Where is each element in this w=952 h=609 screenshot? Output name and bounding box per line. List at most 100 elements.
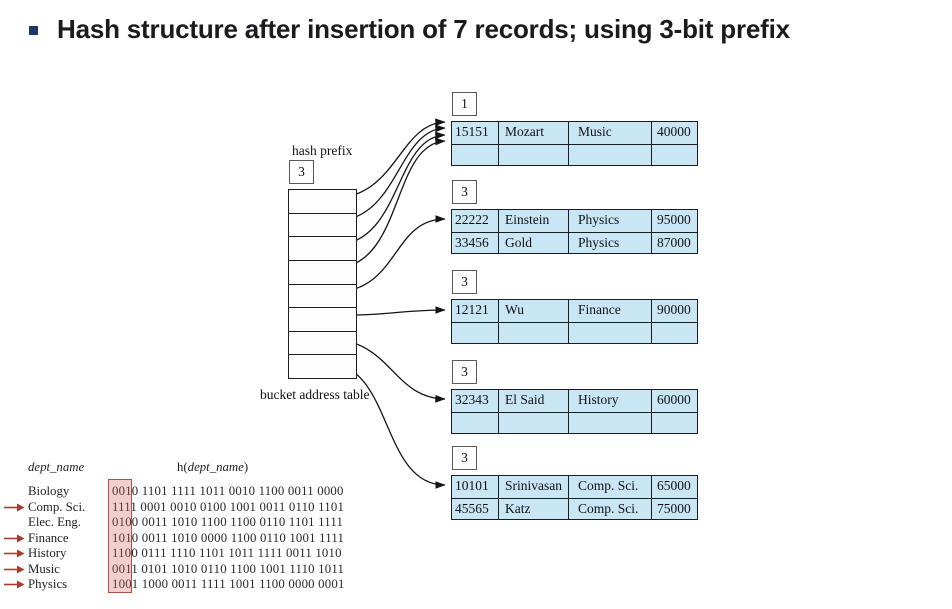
bucket-row xyxy=(452,143,697,166)
dept-name: History xyxy=(28,546,67,560)
cell-id: 22222 xyxy=(455,212,489,227)
bucket-prefix-value: 3 xyxy=(461,364,468,379)
bucket-table: 12121 Wu Finance 90000 xyxy=(451,299,698,344)
hash-row-physics: Physics 1001 1000 0011 1111 1001 1100 00… xyxy=(0,577,390,593)
cell-salary: 75000 xyxy=(651,498,696,519)
hash-bits: 0010 1101 1111 1011 0010 1100 0011 0000 xyxy=(112,484,344,498)
bucket-row: 22222 Einstein Physics 95000 xyxy=(452,210,697,232)
bucket-table: 32343 El Said History 60000 xyxy=(451,389,698,434)
hash-bits: 1001 1000 0011 1111 1001 1100 0000 0001 xyxy=(112,577,345,591)
bucket-address-cell xyxy=(289,259,356,284)
bucket-prefix-value: 1 xyxy=(461,96,468,111)
cell-salary: 87000 xyxy=(651,232,696,253)
bucket-address-cell xyxy=(289,330,356,355)
cell-id: 10101 xyxy=(455,478,489,493)
cell-salary xyxy=(651,144,696,165)
cell-dept: Physics xyxy=(568,210,651,232)
cell-id: 12121 xyxy=(455,302,489,317)
cell-name: Katz xyxy=(498,498,568,519)
bucket-address-cell xyxy=(289,212,356,237)
bullet-icon xyxy=(29,26,38,35)
bucket-address-cell xyxy=(289,190,356,213)
hash-bits: 1010 0011 1010 0000 1100 0110 1001 1111 xyxy=(112,530,345,545)
page-title: Hash structure after insertion of 7 reco… xyxy=(57,14,790,44)
bucket-address-cell xyxy=(289,307,356,331)
bucket-table: 15151 Mozart Music 40000 xyxy=(451,121,698,166)
bucket-address-cell xyxy=(289,236,356,260)
bucket-prefix-box: 1 xyxy=(452,92,477,116)
dept-name: Physics xyxy=(28,577,68,591)
hash-bits: 0100 0011 1010 1100 1100 0110 1101 1111 xyxy=(112,515,344,529)
cell-dept xyxy=(568,322,651,343)
bucket-prefix-value: 3 xyxy=(461,274,468,289)
bucket-row: 32343 El Said History 60000 xyxy=(452,390,697,412)
cell-dept: Physics xyxy=(568,232,651,253)
bucket-address-table xyxy=(288,189,357,379)
cell-name xyxy=(498,412,568,433)
red-arrow-icon xyxy=(3,564,25,579)
bucket-prefix-value: 3 xyxy=(461,450,468,465)
cell-id: 15151 xyxy=(455,124,489,139)
cell-id xyxy=(452,145,498,166)
cell-name: Gold xyxy=(498,232,568,253)
bucket-row: 12121 Wu Finance 90000 xyxy=(452,300,697,322)
cell-dept: Music xyxy=(568,122,651,144)
cell-salary: 40000 xyxy=(651,122,696,144)
cell-name: Mozart xyxy=(498,122,568,144)
cell-salary: 95000 xyxy=(651,210,696,232)
bucket-address-cell xyxy=(289,354,356,378)
cell-salary: 90000 xyxy=(651,300,696,322)
bucket-prefix-box: 3 xyxy=(452,446,477,470)
hash-prefix-box: 3 xyxy=(289,160,314,184)
bucket-prefix-box: 3 xyxy=(452,180,477,204)
red-arrow-icon xyxy=(3,533,25,548)
dept-name: Finance xyxy=(28,530,69,545)
red-arrow-icon xyxy=(3,502,25,517)
hash-bits: 1100 0111 1110 1101 1011 1111 0011 1010 xyxy=(112,546,342,560)
bucket-prefix-box: 3 xyxy=(452,270,477,294)
cell-salary: 65000 xyxy=(651,476,696,498)
bucket-row: 33456 Gold Physics 87000 xyxy=(452,231,697,253)
cell-name xyxy=(498,144,568,165)
bucket-address-table-label: bucket address table xyxy=(260,387,370,402)
cell-salary xyxy=(651,322,696,343)
hash-row-finance: Finance 1010 0011 1010 0000 1100 0110 10… xyxy=(0,531,390,547)
bucket-row: 10101 Srinivasan Comp. Sci. 65000 xyxy=(452,476,697,498)
red-arrow-icon xyxy=(3,548,25,563)
arrow-entry1-to-bucket1 xyxy=(334,118,446,199)
cell-name xyxy=(498,322,568,343)
cell-dept: History xyxy=(568,390,651,412)
cell-dept: Finance xyxy=(568,300,651,322)
hash-row-biology: Biology 0010 1101 1111 1011 0010 1100 00… xyxy=(0,484,390,500)
cell-id: 32343 xyxy=(455,392,489,407)
hash-row-compsci: Comp. Sci. 1111 0001 0010 0100 1001 0011… xyxy=(0,500,390,516)
dept-name: Elec. Eng. xyxy=(28,515,81,529)
cell-dept: Comp. Sci. xyxy=(568,476,651,498)
hash-row-music: Music 0011 0101 1010 0110 1100 1001 1110… xyxy=(0,562,390,578)
bucket-row: 15151 Mozart Music 40000 xyxy=(452,122,697,144)
bucket-table: 10101 Srinivasan Comp. Sci. 65000 45565 … xyxy=(451,475,698,520)
bucket-row: 45565 Katz Comp. Sci. 75000 xyxy=(452,497,697,519)
hash-row-eleceng: Elec. Eng. 0100 0011 1010 1100 1100 0110… xyxy=(0,515,390,531)
cell-id xyxy=(452,323,498,344)
dept-name: Comp. Sci. xyxy=(28,499,86,514)
bucket-row xyxy=(452,411,697,434)
cell-salary xyxy=(651,412,696,433)
cell-dept xyxy=(568,144,651,165)
cell-name: Wu xyxy=(498,300,568,322)
hash-row-history: History 1100 0111 1110 1101 1011 1111 00… xyxy=(0,546,390,562)
cell-name: Einstein xyxy=(498,210,568,232)
cell-dept xyxy=(568,412,651,433)
dept-name: Biology xyxy=(28,484,70,498)
dept-name: Music xyxy=(28,561,60,576)
hash-prefix-value: 3 xyxy=(298,164,305,179)
cell-salary: 60000 xyxy=(651,390,696,412)
cell-id xyxy=(452,413,498,434)
bucket-row xyxy=(452,321,697,344)
cell-id: 33456 xyxy=(455,234,489,250)
cell-dept: Comp. Sci. xyxy=(568,498,651,519)
hash-bits: 0011 0101 1010 0110 1100 1001 1110 1011 xyxy=(112,561,345,576)
red-arrow-icon xyxy=(3,579,25,594)
bucket-prefix-box: 3 xyxy=(452,360,477,384)
